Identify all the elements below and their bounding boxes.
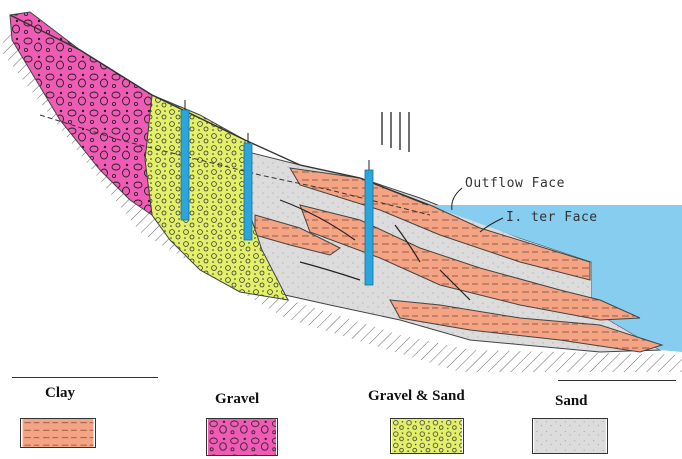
inter-face-label: I. ter Face <box>506 210 598 225</box>
piezometer-3 <box>365 160 373 285</box>
legend-label-clay: Clay <box>45 385 75 402</box>
legend-label-sand: Sand <box>555 393 588 410</box>
legend-rule-left <box>12 377 158 378</box>
legend-label-gravel: Gravel <box>215 391 259 408</box>
outflow-face-label: Outflow Face <box>465 176 565 191</box>
legend-rule-right <box>558 380 676 381</box>
legend-swatch-clay <box>20 418 96 448</box>
legend-swatch-sand <box>532 418 608 454</box>
rainfall-lines <box>382 112 409 152</box>
piezometer-2 <box>244 133 252 240</box>
legend-swatch-gravel <box>206 418 278 456</box>
piezometer-1 <box>181 100 189 220</box>
gravel-layer <box>10 12 152 215</box>
legend-label-gravel-and-sand: Gravel & Sand <box>368 388 465 405</box>
legend-swatch-gravel-and-sand <box>390 418 464 454</box>
